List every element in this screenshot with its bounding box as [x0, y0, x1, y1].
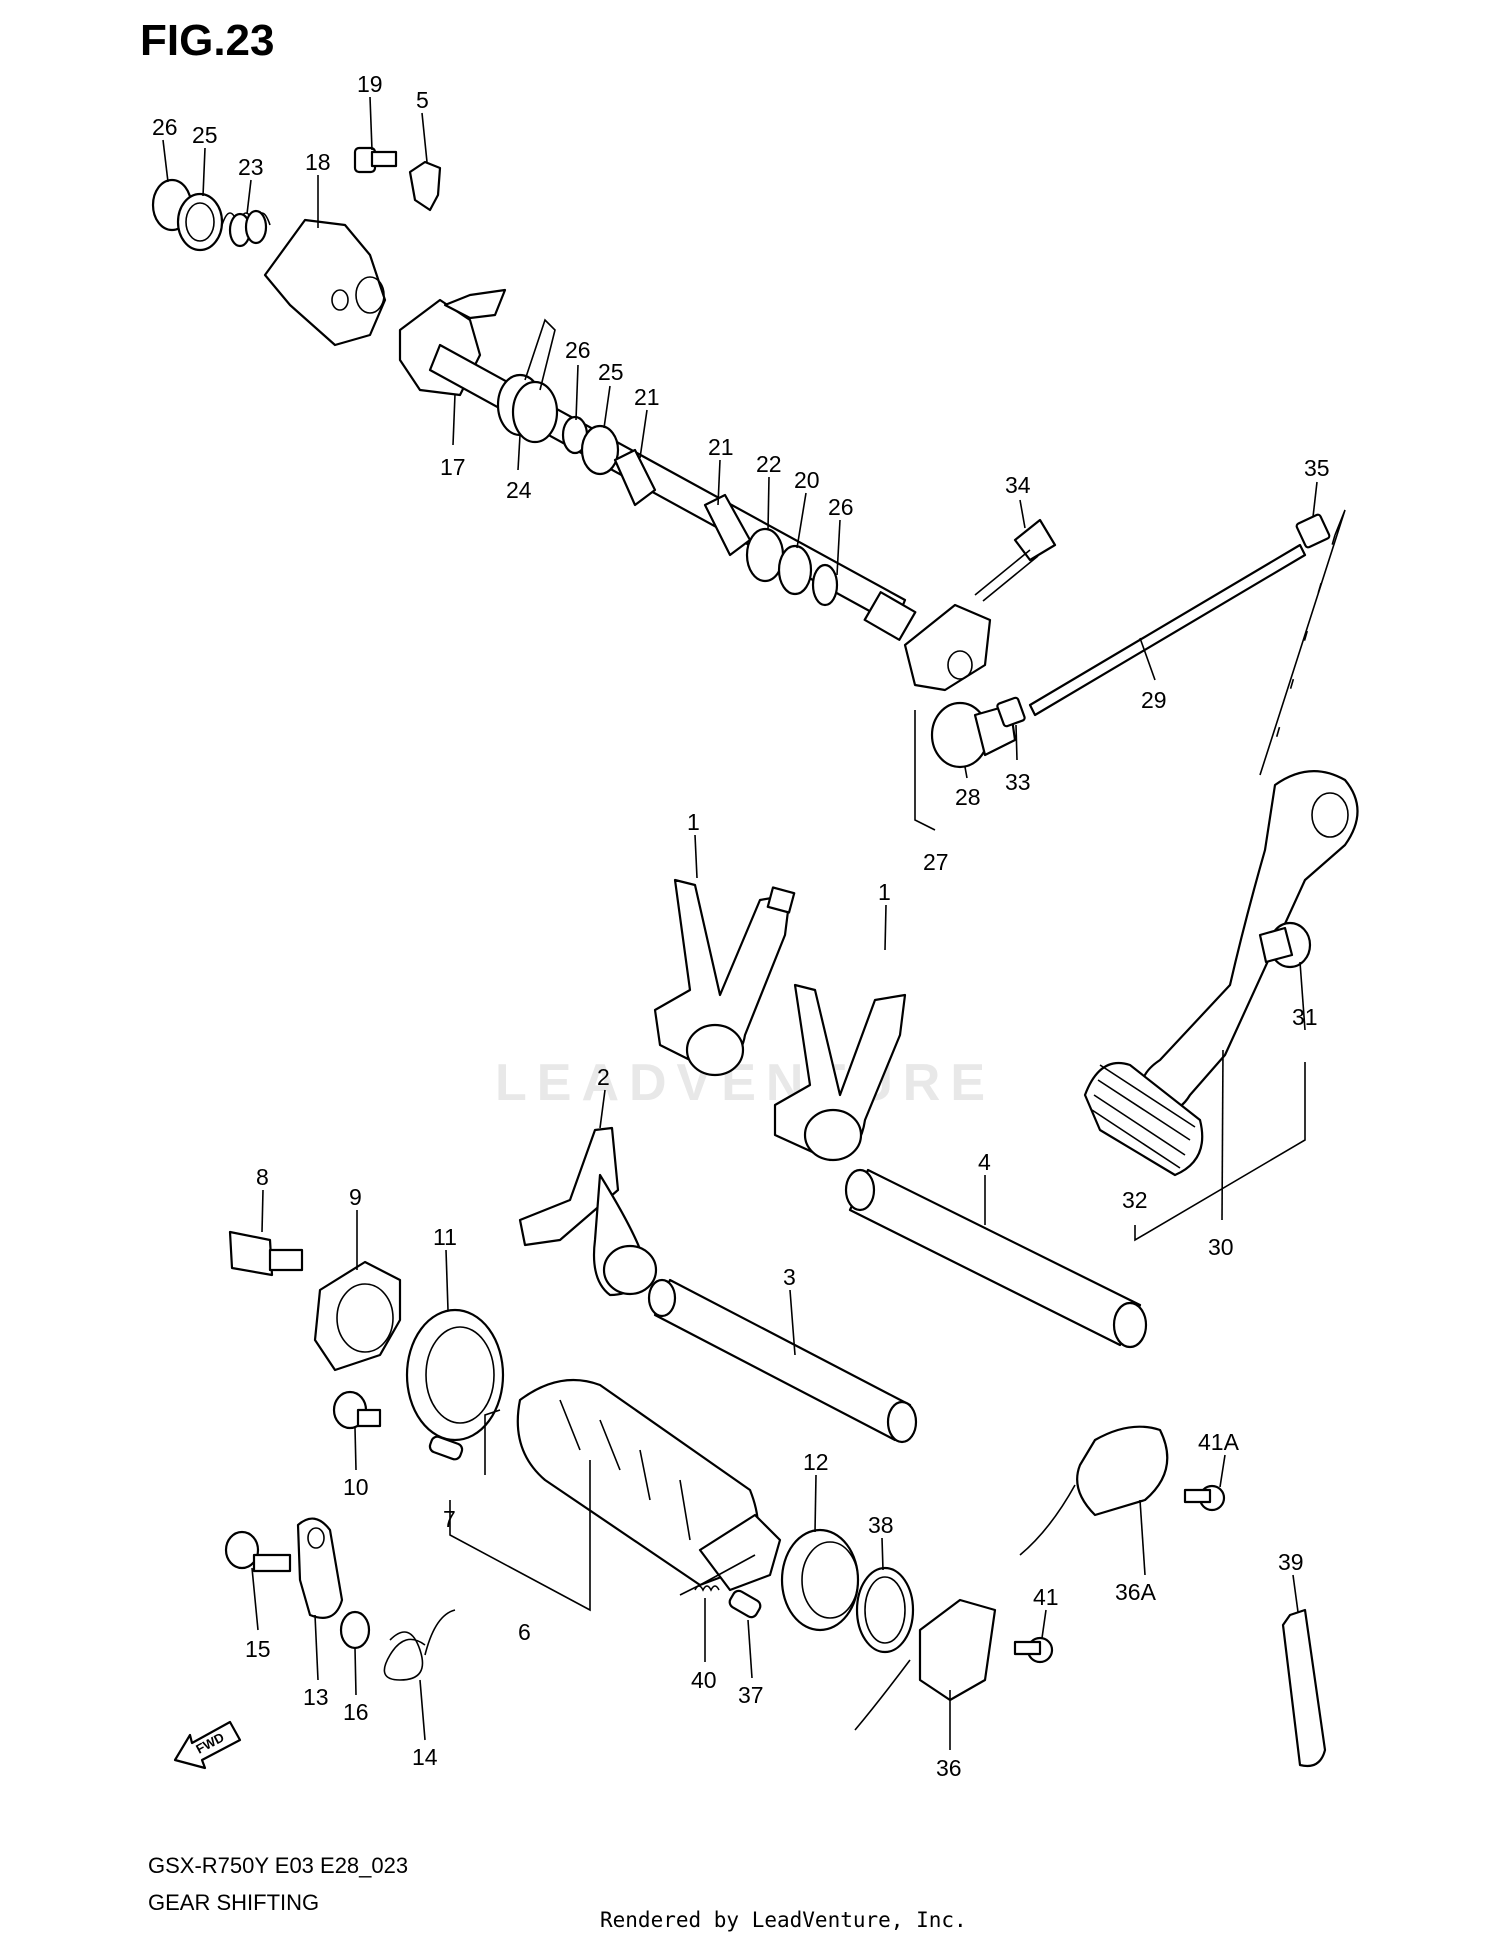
spring-40	[694, 1585, 720, 1592]
callout-24: 24	[506, 477, 532, 503]
callout-labels: 26 25 23 18 19 5 17 24 26 25 21 21 22 20…	[152, 71, 1330, 1781]
fork-shaft-3	[647, 1278, 918, 1444]
callout-19: 19	[357, 71, 383, 97]
washer-16	[339, 1610, 371, 1650]
collar-21a	[613, 448, 657, 507]
callout-8: 8	[256, 1164, 269, 1190]
washer-25b	[580, 424, 620, 476]
spring-14	[383, 1609, 456, 1681]
callout-15: 15	[245, 1636, 271, 1662]
callout-32: 32	[1122, 1187, 1148, 1213]
callout-26: 26	[828, 494, 854, 520]
callout-20: 20	[794, 467, 820, 493]
section-title: GEAR SHIFTING	[148, 1890, 319, 1915]
callout-7: 7	[443, 1506, 456, 1532]
clamp-27	[903, 603, 992, 692]
washer-20	[777, 544, 813, 596]
callout-37: 37	[738, 1682, 764, 1708]
callout-41a: 41A	[1198, 1429, 1240, 1455]
pin-7	[428, 1435, 464, 1461]
callout-25: 25	[598, 359, 624, 385]
callout-2: 2	[597, 1064, 610, 1090]
callout-3: 3	[783, 1264, 796, 1290]
callout-6: 6	[518, 1619, 531, 1645]
callout-22: 22	[756, 451, 782, 477]
callout-1: 1	[687, 809, 700, 835]
callout-30: 30	[1208, 1234, 1234, 1260]
callout-36: 36	[936, 1755, 962, 1781]
cam-9	[313, 1260, 402, 1372]
bolt-34	[1013, 518, 1057, 562]
oil-seal-22	[745, 527, 785, 583]
callout-29: 29	[1141, 687, 1167, 713]
callout-36a: 36A	[1115, 1579, 1157, 1605]
callout-11: 11	[433, 1224, 457, 1250]
clamp-39	[1281, 1608, 1327, 1768]
lever-30	[1140, 770, 1359, 1112]
stopper-arm-13	[296, 1517, 344, 1619]
rod-29	[1028, 543, 1307, 717]
watermark: LEADVENTURE	[495, 1054, 995, 1112]
plate-18	[263, 218, 387, 347]
shift-shaft-assembly	[151, 146, 1346, 776]
callout-13: 13	[303, 1684, 329, 1710]
shift-drum-area	[224, 1230, 915, 1681]
pin-37	[728, 1589, 762, 1619]
callout-17: 17	[440, 454, 466, 480]
callout-5: 5	[416, 87, 429, 113]
callout-33: 33	[1005, 769, 1031, 795]
callout-21: 21	[634, 384, 660, 410]
callout-16: 16	[343, 1699, 369, 1725]
bearing-11	[405, 1308, 505, 1442]
figure-title: FIG.23	[140, 16, 275, 65]
sensor-36a	[1019, 1425, 1169, 1556]
callout-34: 34	[1005, 472, 1031, 498]
callout-1: 1	[878, 879, 891, 905]
gearshift-lever	[1083, 770, 1359, 1177]
sensor-36	[854, 1598, 997, 1731]
pin-8	[228, 1230, 274, 1277]
callout-28: 28	[955, 784, 981, 810]
washer-25	[176, 192, 224, 252]
leader-lines	[162, 96, 1318, 1750]
callout-41: 41	[1033, 1584, 1059, 1610]
circlip-26c	[811, 563, 839, 607]
callout-26: 26	[152, 114, 178, 140]
stopper-5	[408, 160, 442, 212]
callout-12: 12	[803, 1449, 829, 1475]
callout-18: 18	[305, 149, 331, 175]
nut-35	[1295, 513, 1331, 549]
fwd-arrow-icon: FWD	[173, 1720, 242, 1770]
callout-31: 31	[1292, 1004, 1318, 1030]
callout-10: 10	[343, 1474, 369, 1500]
callout-40: 40	[691, 1667, 717, 1693]
callout-21: 21	[708, 434, 734, 460]
o-ring-38	[855, 1566, 915, 1654]
callout-9: 9	[349, 1184, 362, 1210]
footpeg-rubber-32	[1083, 1061, 1204, 1177]
callout-25: 25	[192, 122, 218, 148]
shift-fork-1a	[653, 878, 796, 1077]
callout-4: 4	[978, 1149, 991, 1175]
bolt-15	[224, 1530, 260, 1570]
model-code: GSX-R750Y E03 E28_023	[148, 1853, 408, 1878]
callout-23: 23	[238, 154, 264, 180]
callout-27: 27	[923, 849, 949, 875]
callout-39: 39	[1278, 1549, 1304, 1575]
shift-fork-2	[518, 1126, 658, 1297]
callout-26: 26	[565, 337, 591, 363]
callout-14: 14	[412, 1744, 438, 1770]
callout-38: 38	[868, 1512, 894, 1538]
nut-33	[996, 696, 1026, 728]
render-credit: Rendered by LeadVenture, Inc.	[600, 1908, 967, 1932]
fork-shaft-4	[844, 1168, 1148, 1349]
shift-fork-1b	[773, 983, 907, 1162]
callout-35: 35	[1304, 455, 1330, 481]
